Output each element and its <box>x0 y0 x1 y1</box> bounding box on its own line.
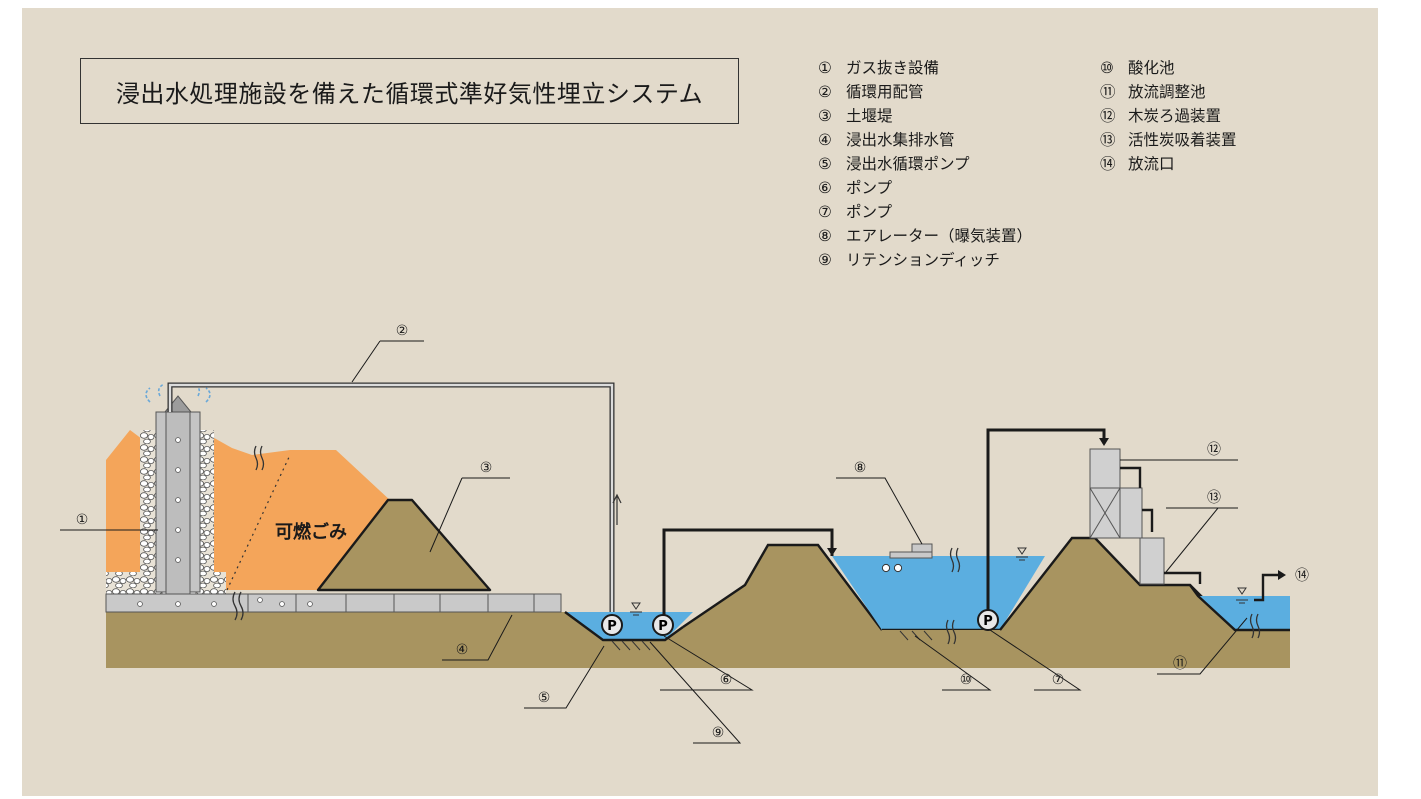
callout-7: ⑦ <box>1052 672 1065 688</box>
pump-5: P <box>652 614 674 636</box>
earth-dam-2 <box>683 545 882 630</box>
diagram-title-text: 浸出水処理施設を備えた循環式準好気性埋立システム <box>115 79 704 108</box>
callout-4: ④ <box>456 642 469 658</box>
svg-text:P: P <box>607 619 617 634</box>
svg-text:P: P <box>983 614 993 629</box>
callout-5: ⑤ <box>538 690 551 706</box>
waste-label: 可燃ごみ <box>275 521 347 543</box>
callout-10: ⑩ <box>960 672 973 688</box>
callout-13: ⑬ <box>1207 490 1221 506</box>
callout-6: ⑥ <box>720 672 733 688</box>
discharge-pond-water <box>1198 596 1290 630</box>
callout-3: ③ <box>480 460 493 476</box>
charcoal-filter <box>1089 448 1121 489</box>
earth-dam-3 <box>882 538 1290 668</box>
callout-2: ② <box>396 323 409 339</box>
callout-12: ⑫ <box>1207 442 1221 458</box>
pump-6: P <box>601 614 623 636</box>
callout-14: ⑭ <box>1295 568 1309 584</box>
earth-dam <box>316 498 492 592</box>
callout-8: ⑧ <box>854 460 867 476</box>
pump-7: P <box>977 609 999 631</box>
callout-9: ⑨ <box>712 725 725 741</box>
svg-text:P: P <box>658 619 668 634</box>
diagram-title: 浸出水処理施設を備えた循環式準好気性埋立システム <box>80 58 739 124</box>
leachate-collection-pipe <box>105 593 562 613</box>
activated-carbon-filter <box>1119 487 1143 539</box>
callout-1: ① <box>76 512 89 528</box>
callout-11: ⑪ <box>1173 656 1187 672</box>
